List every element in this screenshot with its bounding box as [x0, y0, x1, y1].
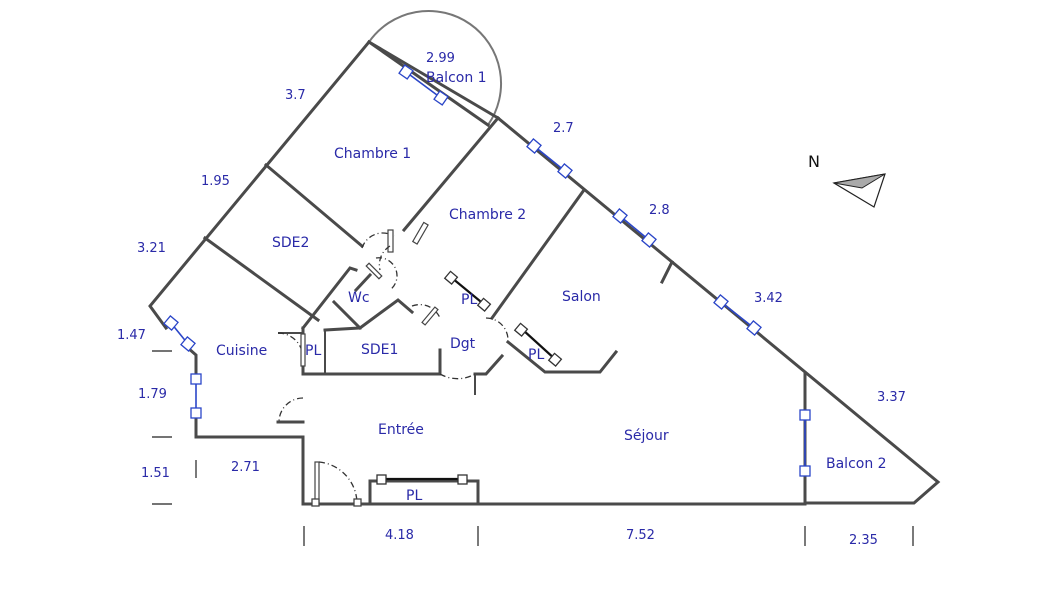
closet-salon — [513, 322, 563, 367]
closet-label-cuisine: PL — [305, 343, 321, 359]
dim-2-35: 2.35 — [849, 533, 878, 548]
dim-1-47: 1.47 — [117, 328, 146, 343]
room-sde2: SDE2 — [272, 235, 309, 251]
dim-1-95: 1.95 — [201, 174, 230, 189]
door-sejour-dgt — [439, 373, 476, 380]
room-chambre-2: Chambre 2 — [449, 207, 526, 223]
north-arrow-icon — [832, 173, 886, 208]
dim-2-7: 2.7 — [553, 121, 574, 136]
dim-4-18: 4.18 — [385, 528, 414, 543]
room-sejour: Séjour — [624, 428, 669, 444]
room-balcon-2: Balcon 2 — [826, 456, 887, 472]
window-cuisine-upper — [163, 315, 196, 352]
north-label: N — [808, 152, 820, 171]
door-chambre1 — [361, 229, 395, 253]
dim-3-7: 3.7 — [285, 88, 306, 103]
balcon-1-arc — [368, 9, 502, 126]
door-dgt — [485, 317, 509, 341]
dim-7-52: 7.52 — [626, 528, 655, 543]
dimension-ticks — [152, 350, 914, 546]
dim-2-8: 2.8 — [649, 203, 670, 218]
door-chambre2 — [378, 221, 429, 271]
room-sde1: SDE1 — [361, 342, 398, 358]
door-cuisine — [277, 332, 306, 367]
room-salon: Salon — [562, 289, 601, 305]
interior-walls — [202, 39, 807, 505]
closet-dgt — [443, 270, 492, 312]
door-sde1 — [411, 303, 441, 326]
dim-3-37: 3.37 — [877, 390, 906, 405]
windows — [163, 64, 811, 477]
closets — [368, 270, 563, 506]
window-cuisine — [190, 373, 202, 419]
door-entree — [311, 461, 362, 507]
closet-label-salon: PL — [528, 347, 544, 363]
dim-2-99: 2.99 — [426, 51, 455, 66]
dim-2-71: 2.71 — [231, 460, 260, 475]
window-chambre2 — [526, 138, 573, 179]
window-salon — [612, 208, 657, 248]
door-sde2 — [365, 257, 398, 291]
doors — [277, 221, 509, 507]
dim-1-51: 1.51 — [141, 466, 170, 481]
outer-walls — [148, 39, 941, 506]
dim-3-21: 3.21 — [137, 241, 166, 256]
room-entree: Entrée — [378, 422, 424, 438]
room-balcon-1: Balcon 1 — [426, 70, 487, 86]
room-chambre-1: Chambre 1 — [334, 146, 411, 162]
window-balcon2 — [799, 409, 811, 477]
door-pl-cuisine — [278, 397, 304, 423]
room-cuisine: Cuisine — [216, 343, 267, 359]
window-sejour — [713, 294, 762, 336]
dim-3-42: 3.42 — [754, 291, 783, 306]
window-balcon1 — [398, 64, 449, 106]
closet-label-dgt: PL — [461, 292, 477, 308]
closet-label-entree: PL — [406, 488, 422, 504]
room-wc: Wc — [348, 290, 370, 306]
dim-1-79: 1.79 — [138, 387, 167, 402]
closet-entree — [368, 474, 480, 506]
room-dgt: Dgt — [450, 336, 476, 352]
